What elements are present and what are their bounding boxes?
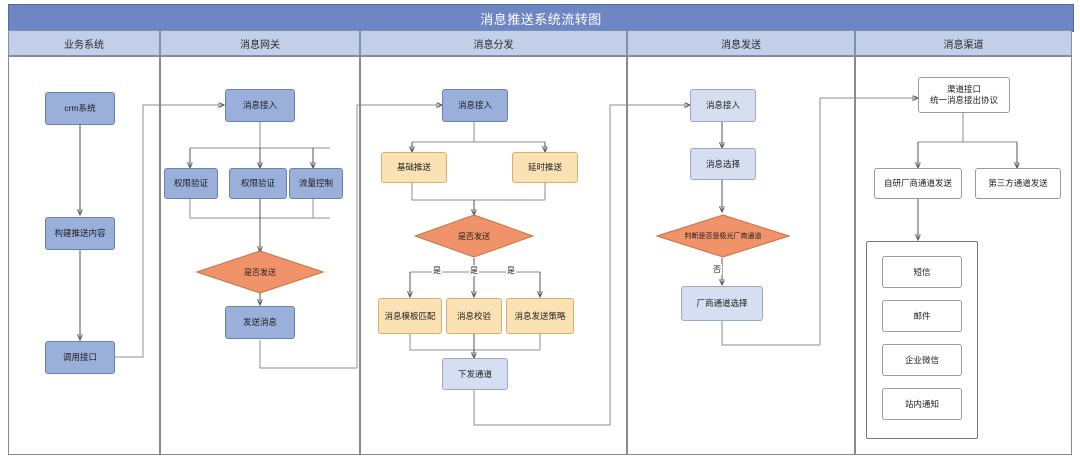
lane-header-channel: 消息渠道: [855, 30, 1072, 56]
node-dispatch-send-policy[interactable]: 消息发送策略: [506, 298, 574, 334]
node-gateway-send-message[interactable]: 发送消息: [225, 306, 295, 339]
decision-dispatch-should-send[interactable]: 是否发送: [414, 214, 534, 258]
node-send-message-select[interactable]: 消息选择: [690, 148, 756, 180]
node-dispatch-message-validate[interactable]: 消息校验: [446, 298, 502, 334]
node-dispatch-delayed-push[interactable]: 延时推送: [512, 152, 578, 183]
node-call-api[interactable]: 调用接口: [45, 341, 115, 374]
node-dispatch-ingest[interactable]: 消息接入: [442, 89, 508, 122]
node-channel-self-developed-vendor-send[interactable]: 自研厂商通道发送: [874, 168, 962, 199]
lane-header-business: 业务系统: [8, 30, 160, 56]
node-dispatch-outbound-channel[interactable]: 下发通道: [442, 358, 508, 390]
node-channel-email[interactable]: 邮件: [882, 300, 962, 332]
node-crm-system[interactable]: crm系统: [45, 92, 115, 125]
node-dispatch-template-match[interactable]: 消息模板匹配: [378, 298, 442, 334]
node-send-ingest[interactable]: 消息接入: [690, 89, 756, 122]
edge-label-dispatch-yes-3: 是: [506, 265, 516, 276]
lane-header-dispatch: 消息分发: [360, 30, 627, 56]
node-channel-interface-line1: 渠道接口: [946, 84, 981, 95]
node-send-vendor-channel-select[interactable]: 厂商通道选择: [681, 286, 763, 321]
decision-gateway-should-send[interactable]: 是否发送: [196, 250, 324, 294]
node-channel-wework[interactable]: 企业微信: [882, 344, 962, 376]
node-channel-sms[interactable]: 短信: [882, 256, 962, 288]
diagram-title: 消息推送系统流转图: [8, 4, 1074, 32]
node-gateway-auth-2[interactable]: 权限验证: [229, 168, 287, 199]
lane-header-gateway: 消息网关: [160, 30, 360, 56]
edge-label-dispatch-yes-1: 是: [432, 265, 442, 276]
node-channel-in-app-notice[interactable]: 站内通知: [882, 388, 962, 420]
lane-header-send: 消息发送: [627, 30, 855, 56]
node-dispatch-basic-push[interactable]: 基础推送: [381, 152, 447, 183]
edge-label-dispatch-yes-2: 是: [469, 265, 479, 276]
decision-send-is-jiguang-vendor-channel[interactable]: 判断是否是极光厂商通道: [656, 214, 790, 258]
node-channel-interface-line2: 统一消息接出协议: [929, 95, 998, 105]
node-gateway-ingest[interactable]: 消息接入: [225, 89, 295, 122]
node-gateway-flow-control[interactable]: 流量控制: [289, 168, 343, 199]
node-channel-interface[interactable]: 渠道接口 统一消息接出协议: [918, 77, 1010, 113]
node-channel-third-party-send[interactable]: 第三方通道发送: [975, 168, 1061, 199]
node-build-push-content[interactable]: 构建推送内容: [45, 217, 115, 250]
node-gateway-auth-1[interactable]: 权限验证: [164, 168, 218, 199]
edge-label-send-no: 否: [712, 264, 722, 275]
